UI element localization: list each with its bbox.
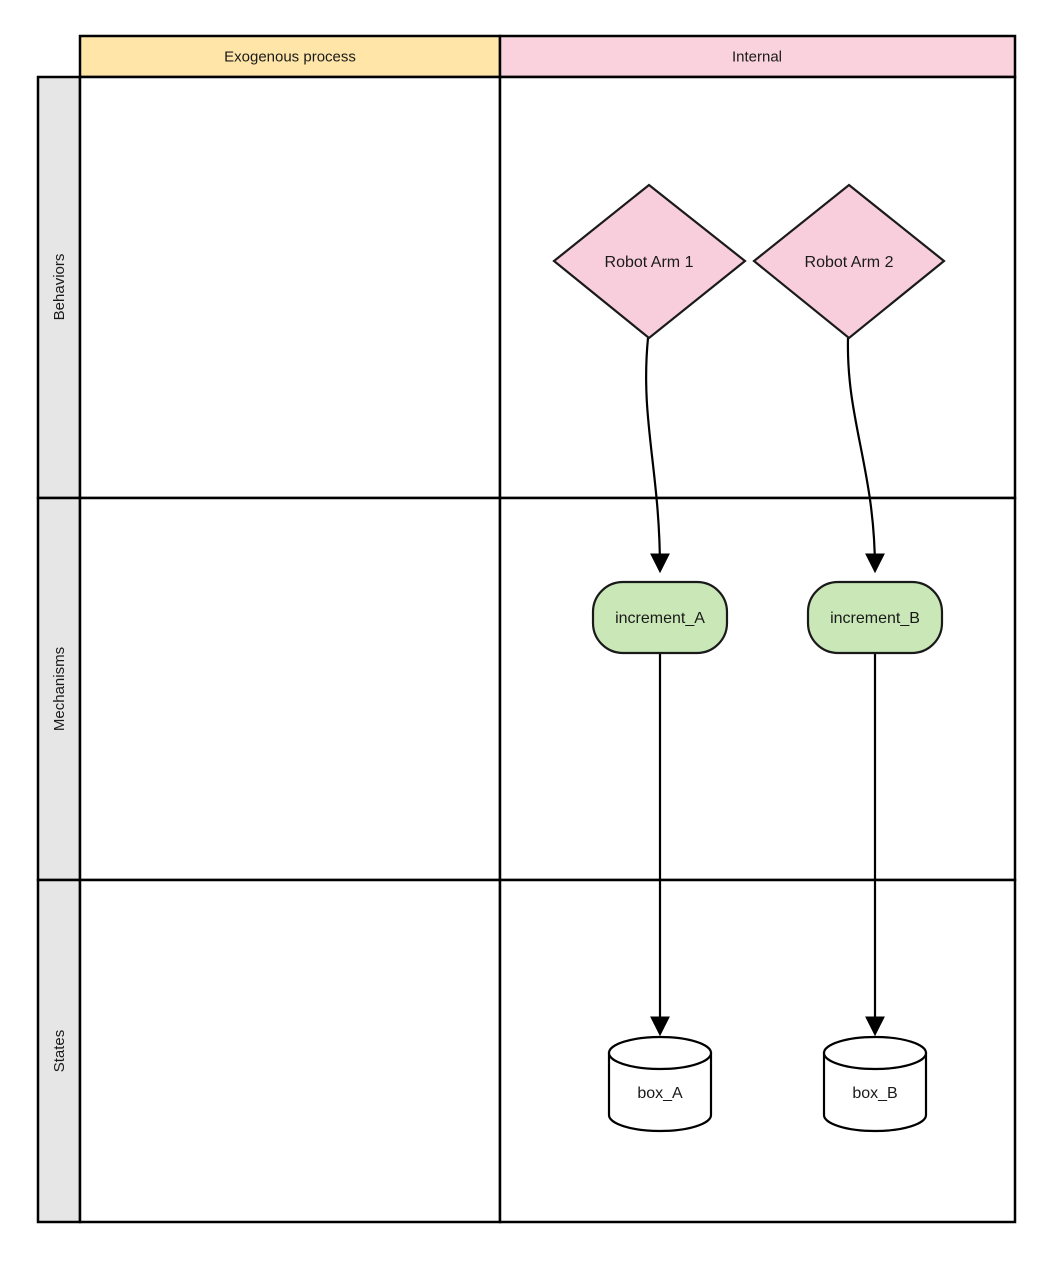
cell-mechanisms-internal — [498, 496, 1017, 882]
row-headers: Behaviors Mechanisms States — [36, 75, 82, 1224]
row-header-behaviors-label: Behaviors — [51, 254, 68, 321]
diamond-shape[interactable] — [752, 183, 946, 340]
node-increment-a-label: increment_A — [615, 610, 705, 627]
cell-behaviors-internal — [498, 75, 1017, 500]
edges — [645, 337, 885, 1037]
cell-mechanisms-exogenous — [78, 496, 502, 882]
edge-robot-arm-1-to-increment-a — [645, 337, 670, 574]
diamond-shape[interactable] — [552, 183, 747, 340]
node-robot-arm-2[interactable]: Robot Arm 2 — [752, 183, 946, 340]
node-increment-b[interactable]: increment_B — [806, 580, 944, 655]
node-robot-arm-1-label: Robot Arm 1 — [605, 254, 694, 271]
row-header-states-label: States — [51, 1030, 68, 1073]
cylinder-top-shape — [607, 1035, 713, 1071]
rounded-rectangle-shape[interactable] — [806, 580, 944, 655]
column-header-internal-label: Internal — [732, 48, 782, 65]
node-box-a[interactable]: box_A — [607, 1035, 713, 1133]
node-box-a-label: box_A — [637, 1085, 683, 1102]
row-header-mechanisms-label: Mechanisms — [51, 647, 68, 731]
row-header-states[interactable] — [36, 878, 82, 1224]
edge-robot-arm-2-to-increment-b — [846, 337, 885, 574]
node-box-b-label: box_B — [852, 1085, 897, 1102]
lane-cells — [78, 75, 1017, 1224]
column-header-internal[interactable] — [498, 34, 1017, 79]
cell-states-exogenous — [78, 878, 502, 1224]
cylinder-top-shape — [822, 1035, 928, 1071]
column-header-exogenous-process-label: Exogenous process — [224, 48, 356, 65]
node-box-b[interactable]: box_B — [822, 1035, 928, 1133]
cylinder-body-shape[interactable] — [607, 1051, 713, 1133]
column-headers: Exogenous process Internal — [78, 34, 1017, 79]
cylinder-body-shape[interactable] — [822, 1051, 928, 1133]
node-robot-arm-1[interactable]: Robot Arm 1 — [552, 183, 747, 340]
rounded-rectangle-shape[interactable] — [591, 580, 729, 655]
cell-behaviors-exogenous — [78, 75, 502, 500]
node-robot-arm-2-label: Robot Arm 2 — [805, 254, 894, 271]
cell-states-internal — [498, 878, 1017, 1224]
node-increment-a[interactable]: increment_A — [591, 580, 729, 655]
column-header-exogenous-process[interactable] — [78, 34, 502, 79]
node-increment-b-label: increment_B — [830, 610, 920, 627]
